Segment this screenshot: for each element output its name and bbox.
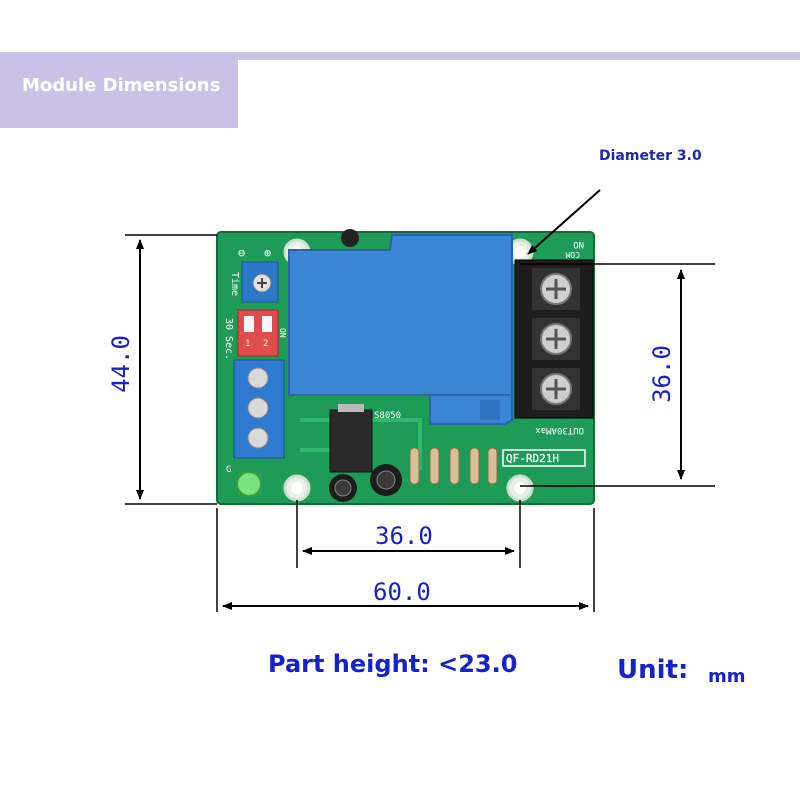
input-terminal-block bbox=[233, 359, 285, 459]
header-block bbox=[0, 52, 238, 128]
header-band bbox=[0, 52, 800, 60]
relay bbox=[288, 234, 513, 425]
pcb-label-transistor: S8050 bbox=[374, 411, 401, 421]
resistor bbox=[469, 447, 480, 485]
pcb-label-no: NO bbox=[573, 239, 584, 249]
mounting-hole bbox=[291, 482, 303, 494]
unit-label: Unit: bbox=[617, 655, 689, 685]
diameter-callout-arrow bbox=[527, 189, 601, 255]
capacitor bbox=[329, 474, 357, 502]
board-width-value: 60.0 bbox=[373, 578, 431, 606]
potentiometer bbox=[241, 261, 279, 303]
sensor bbox=[341, 229, 359, 247]
resistor bbox=[409, 447, 420, 485]
led bbox=[236, 471, 262, 497]
pcb-label-dip-on: ON bbox=[278, 328, 287, 338]
dip-switch bbox=[237, 309, 279, 357]
resistor bbox=[449, 447, 460, 485]
dimension-hole-width bbox=[296, 500, 521, 568]
pcb-label-time: Time bbox=[229, 272, 240, 296]
capacitor bbox=[370, 464, 402, 496]
mounting-hole bbox=[514, 482, 526, 494]
pcb-label-out-rating: OUT30AMax bbox=[535, 425, 584, 435]
hole-height-value: 36.0 bbox=[647, 345, 676, 403]
dimension-board-width bbox=[216, 508, 595, 612]
resistor bbox=[487, 447, 498, 485]
pcb-label-model: QF-RD21H bbox=[506, 452, 559, 465]
pcb-label-g: G bbox=[226, 465, 231, 475]
pcb-label-dip-2: 2 bbox=[263, 339, 268, 349]
regulator bbox=[329, 404, 373, 473]
board-height-value: 44.0 bbox=[106, 335, 135, 393]
pcb-label-plus: ⊕ bbox=[264, 246, 271, 260]
unit-value: mm bbox=[708, 666, 746, 687]
pcb-label-dip-1: 1 bbox=[245, 339, 250, 349]
part-height-label: Part height: <23.0 bbox=[268, 650, 518, 678]
page-title: Module Dimensions bbox=[22, 75, 221, 96]
pcb-label-minus: ⊖ bbox=[238, 246, 245, 260]
mounting-hole bbox=[514, 246, 526, 258]
resistor bbox=[429, 447, 440, 485]
dimension-hole-height bbox=[520, 263, 715, 487]
dimension-board-height bbox=[125, 234, 217, 505]
diameter-callout-label: Diameter 3.0 bbox=[599, 148, 702, 164]
pcb-label-sec: 30 Sec. bbox=[223, 318, 234, 360]
output-terminal-block bbox=[514, 259, 594, 419]
pcb-label-com: COM bbox=[565, 250, 580, 259]
hole-width-value: 36.0 bbox=[375, 522, 433, 550]
